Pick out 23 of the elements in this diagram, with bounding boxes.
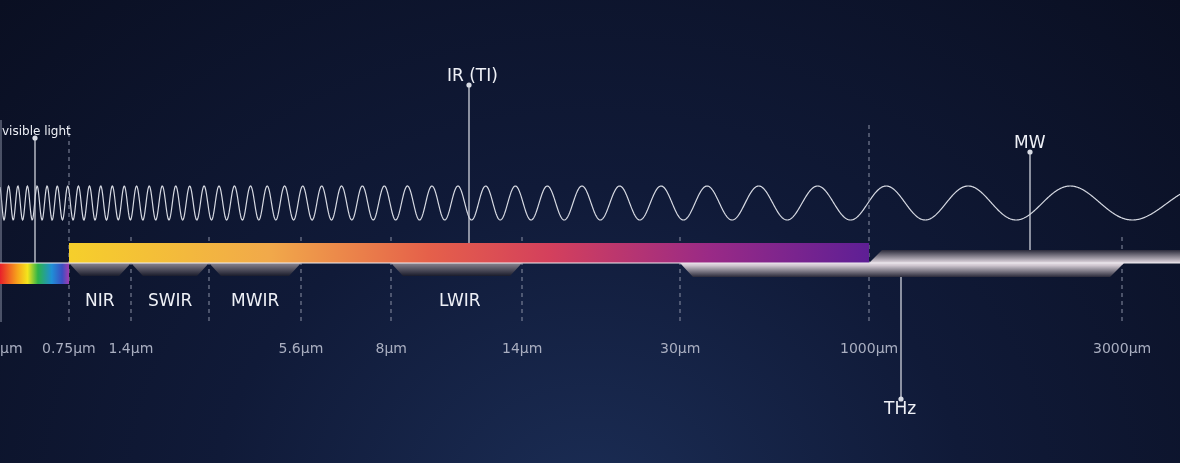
wavelength-label: 1.4μm: [108, 341, 154, 355]
callout-label: visible light: [2, 125, 71, 137]
wavelength-label: μm: [0, 341, 23, 355]
wavelength-label: 14μm: [502, 341, 543, 355]
wavelength-label: 5.6μm: [278, 341, 324, 355]
visible-spectrum-bar: [0, 263, 69, 284]
leader-line: [466, 82, 472, 244]
band-label: NIR: [85, 292, 115, 309]
leader-line: [898, 276, 904, 402]
leader-line: [32, 135, 38, 264]
wavelength-label: 1000μm: [840, 341, 899, 355]
callout-label: IR (TI): [447, 67, 498, 84]
band-label: SWIR: [148, 292, 193, 309]
callout-label: MW: [1014, 134, 1046, 151]
microwave-band-bar: [680, 250, 1180, 277]
wavelength-label: 8μm: [375, 341, 407, 355]
callout-label: THz: [884, 400, 917, 417]
band-label: MWIR: [231, 292, 280, 309]
wavelength-label: 3000μm: [1093, 341, 1152, 355]
leader-line: [1027, 149, 1033, 251]
wavelength-label: 0.75μm: [42, 341, 96, 355]
band-label: LWIR: [439, 292, 481, 309]
wavelength-label: 30μm: [660, 341, 701, 355]
